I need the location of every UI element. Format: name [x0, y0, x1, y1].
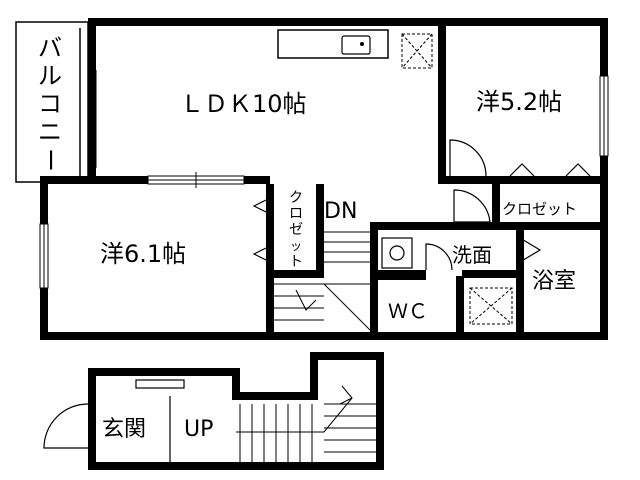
stairs-label-up: UP [184, 417, 213, 442]
closet-char: ゼ [289, 222, 303, 238]
room-label-washroom: 洗面 [452, 243, 492, 267]
balcony-label: バ ル コ ニ ー [36, 34, 64, 172]
balcony-char: ニ [38, 118, 62, 146]
balcony-char: ー [36, 148, 64, 172]
balcony-char: コ [38, 90, 62, 118]
kitchen-counter [277, 29, 433, 69]
windows [39, 75, 609, 289]
laundry-pan [469, 287, 513, 325]
stairs-label-down: DN [324, 199, 357, 224]
stairs-up [236, 385, 376, 462]
closet-char: ロ [289, 206, 303, 222]
room-label-bath: 浴室 [532, 269, 576, 294]
closet-label-vertical: ク ロ ゼ ッ ト [289, 190, 303, 270]
lower-walls [88, 352, 384, 470]
washbasin [381, 237, 413, 269]
closet-char: ク [289, 190, 303, 206]
room-label-western-52: 洋5.2帖 [476, 88, 562, 116]
room-label-ldk: ＬＤＫ10帖 [180, 90, 307, 118]
closet-char: ト [289, 254, 303, 270]
entrance-door [43, 379, 185, 462]
balcony-char: バ [38, 34, 62, 62]
balcony [15, 21, 97, 183]
doors [425, 139, 542, 271]
closet-label-main: クロゼット [502, 200, 577, 218]
room-label-western-61: 洋6.1帖 [100, 240, 186, 268]
closet-char: ッ [290, 239, 302, 253]
stairs-down [274, 231, 371, 331]
room-label-entrance: 玄関 [102, 417, 146, 442]
closet-markers [252, 163, 591, 261]
balcony-char: ル [38, 62, 62, 90]
room-label-wc: ＷＣ [388, 299, 428, 323]
